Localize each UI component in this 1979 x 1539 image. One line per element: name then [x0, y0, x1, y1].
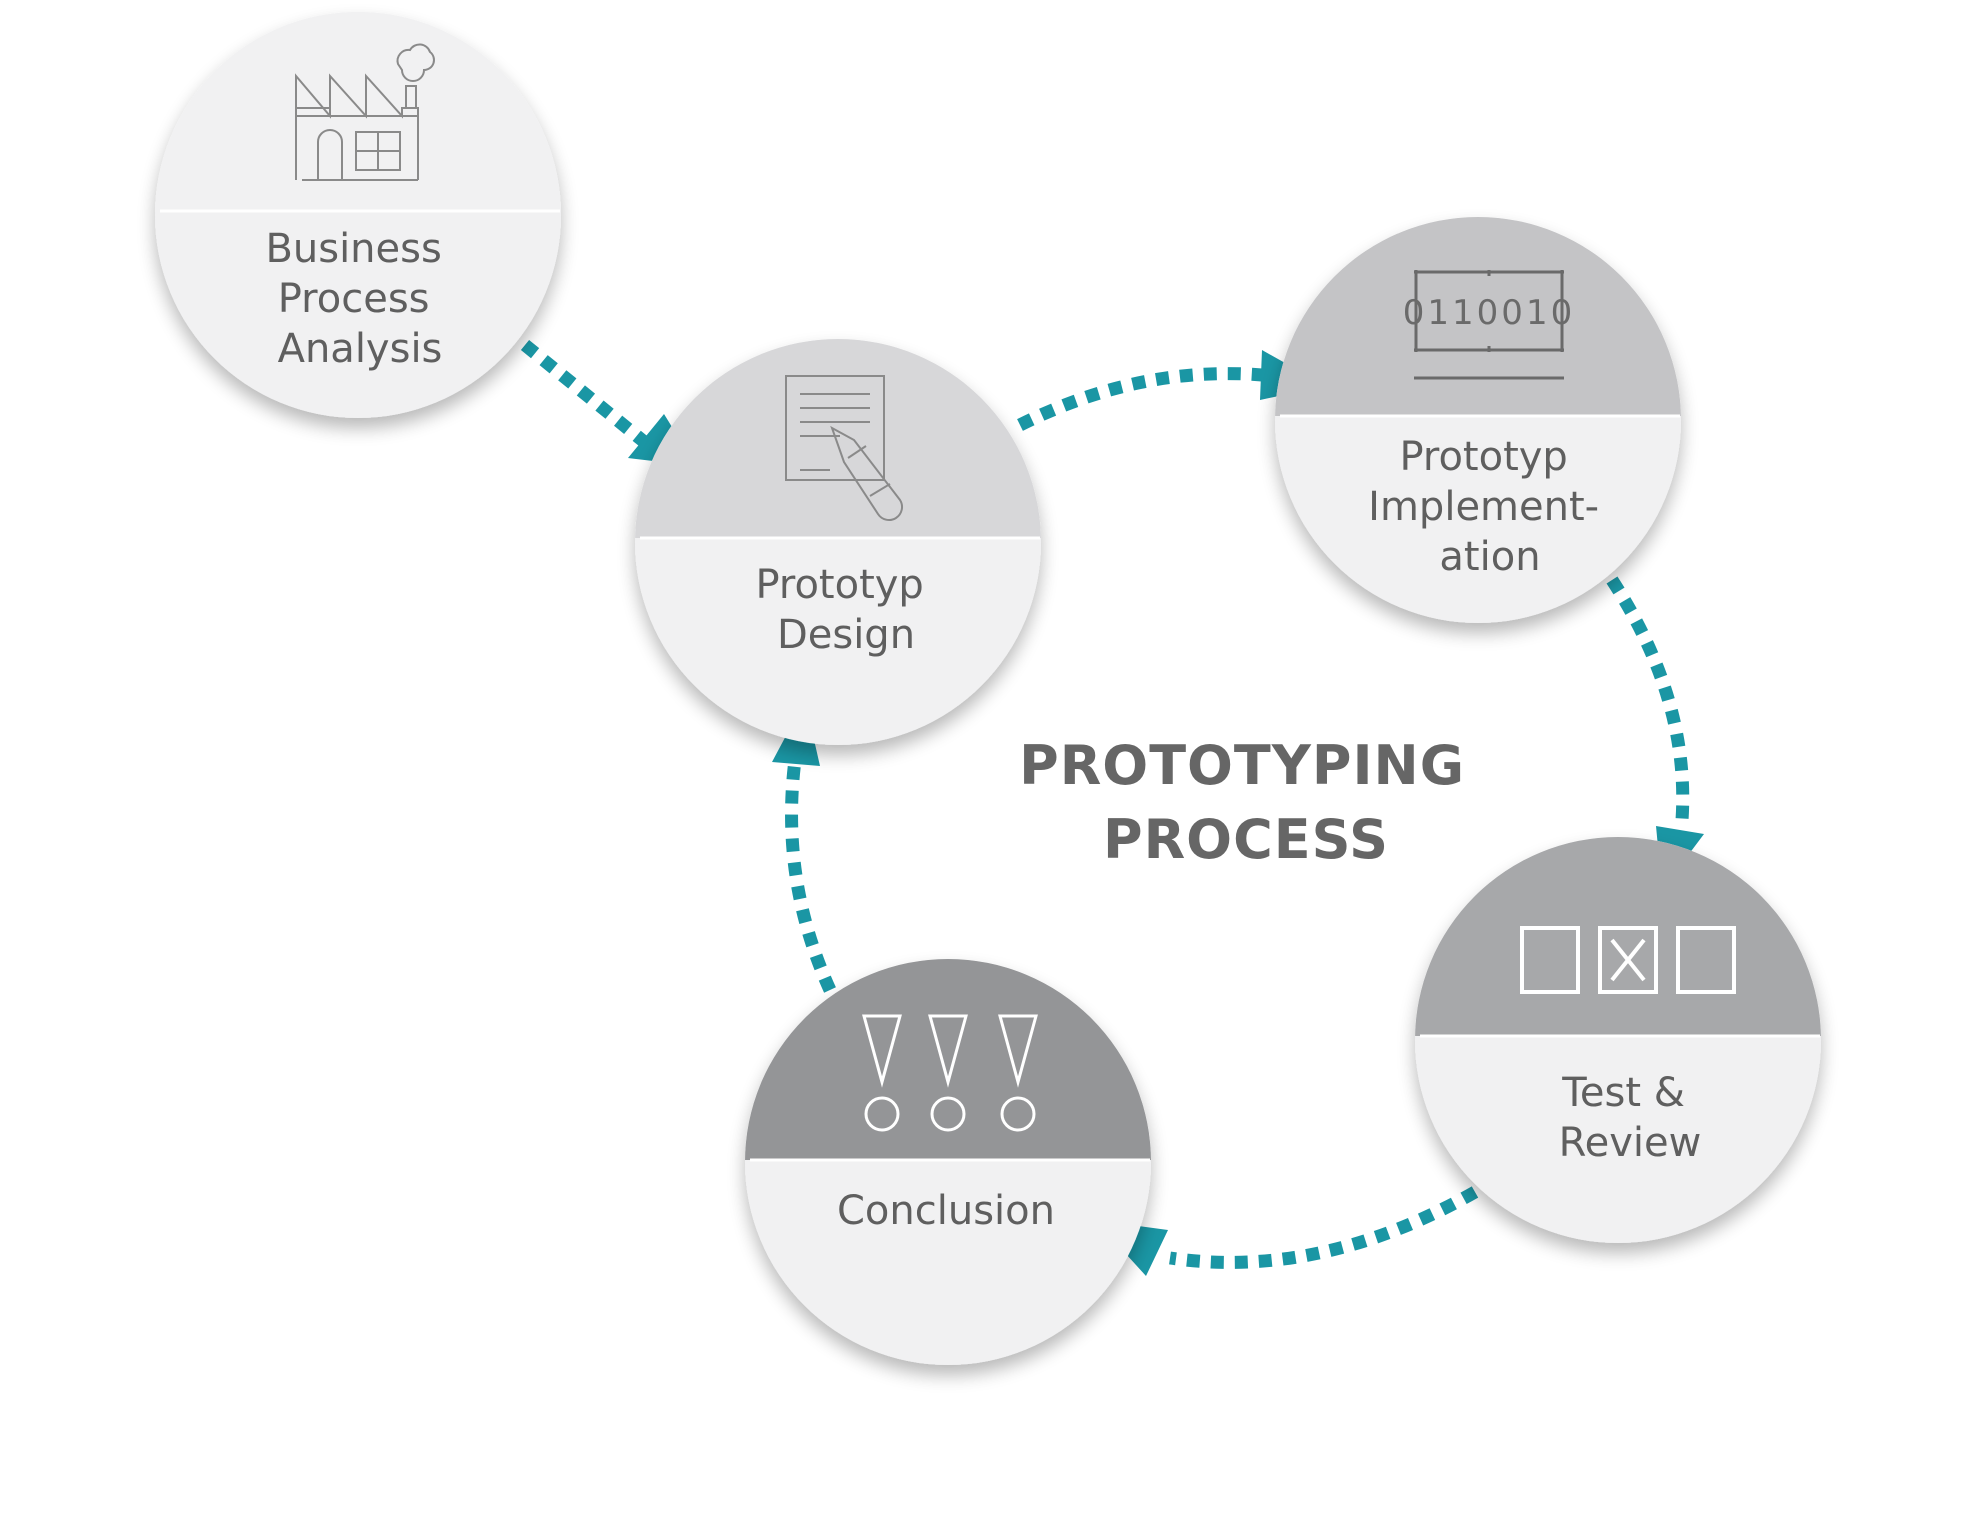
node-label-line: Prototyp: [755, 562, 923, 608]
exclamation-marks-icon: [862, 1014, 1038, 1132]
flow-arrow-design-to-implementation: [1017, 367, 1263, 431]
node-prototyp-implementation: 0110010 Prototyp Implement- ation: [1275, 217, 1681, 623]
binary-code-text: 0110010: [1403, 293, 1575, 333]
node-label-line: ation: [1439, 534, 1540, 580]
node-label: Prototyp Design: [755, 562, 936, 658]
node-label-line: Design: [777, 612, 915, 658]
node-label-line: Analysis: [278, 326, 443, 372]
binary-code-icon: 0110010: [1403, 270, 1575, 380]
node-conclusion: Conclusion: [745, 959, 1151, 1365]
node-test-review: Test & Review: [1415, 837, 1821, 1243]
node-label-line: Test &: [1561, 1070, 1685, 1116]
node-prototyp-design: Prototyp Design: [635, 339, 1041, 745]
flow-arrow-implementation-to-test: [1606, 576, 1690, 821]
node-business-process-analysis: Business Process Analysis: [155, 12, 561, 418]
document-pen-icon: [785, 375, 903, 521]
checkbox-options-icon: [1520, 926, 1736, 994]
node-label: Test & Review: [1559, 1070, 1702, 1166]
node-label-line: Review: [1559, 1120, 1702, 1166]
diagram-title-line-2: PROCESS: [1103, 808, 1389, 871]
node-label-line: Process: [278, 276, 430, 322]
node-label-line: Prototyp: [1399, 434, 1567, 480]
node-label: Conclusion: [837, 1188, 1055, 1234]
node-label-line: Conclusion: [837, 1188, 1055, 1234]
factory-icon: [295, 43, 435, 181]
node-label: Business Process Analysis: [265, 226, 454, 372]
flow-arrow-analysis-to-design: [520, 339, 653, 451]
node-label-line: Implement-: [1368, 484, 1599, 530]
flow-arrow-conclusion-to-design: [785, 759, 836, 993]
diagram-title: PROTOTYPING PROCESS: [1019, 734, 1485, 871]
node-label: Prototyp Implement- ation: [1368, 434, 1612, 580]
flow-arrow-test-to-conclusion: [1169, 1186, 1479, 1269]
diagram-title-line-1: PROTOTYPING: [1019, 734, 1465, 797]
node-label-line: Business: [265, 226, 441, 272]
